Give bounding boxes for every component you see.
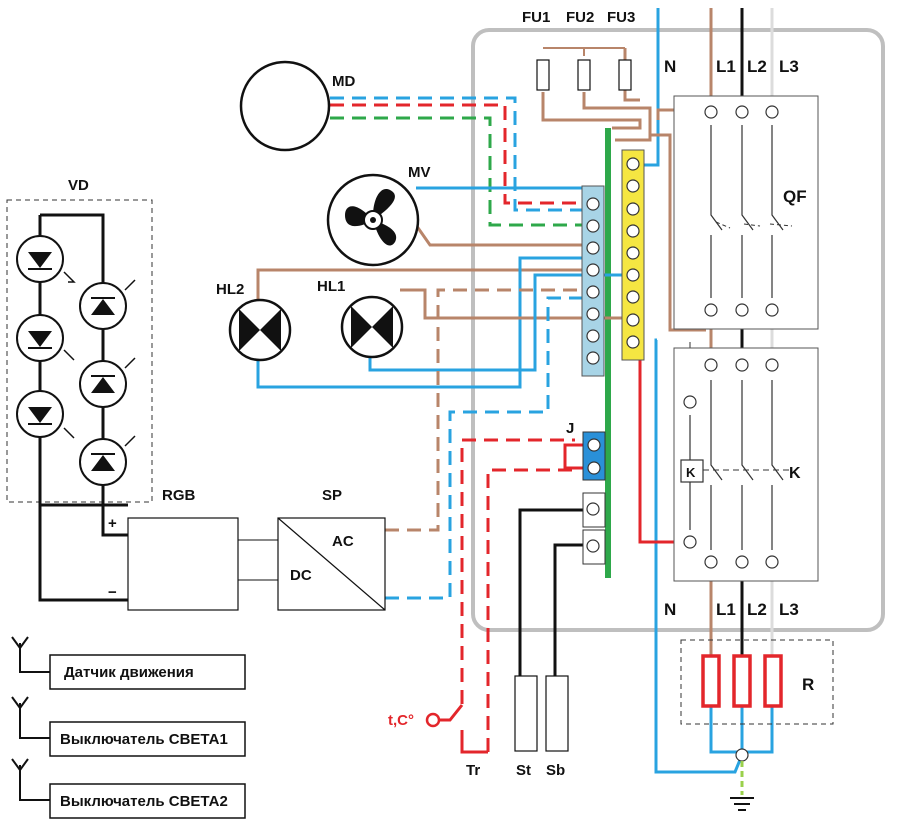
label-mv: MV	[408, 164, 431, 181]
lamp-hl1	[340, 295, 404, 359]
label-j: J	[566, 420, 574, 437]
label-vd: VD	[68, 177, 89, 194]
sensor-st	[514, 675, 538, 752]
label-l1-bottom: L1	[716, 600, 736, 619]
legend-label-2: Выключатель СВЕТА1	[60, 731, 228, 748]
fuse-fu2	[577, 59, 591, 91]
wire-j-loop	[563, 443, 588, 470]
label-qf: QF	[783, 187, 807, 206]
sensor-sb	[545, 675, 569, 752]
wire-hl1-brown	[400, 288, 630, 320]
wire-sp-blue	[385, 296, 585, 600]
legend-item-switch-2: Выключатель СВЕТА2	[11, 758, 246, 819]
k-coil-box	[680, 459, 704, 483]
label-k-contacts: K	[789, 465, 801, 482]
legend: Датчик движения Выключатель СВЕТА1 Выклю…	[11, 636, 246, 819]
label-t-sensor: t,C°	[388, 712, 414, 729]
wire-fu-top	[543, 47, 625, 56]
led-strip-vd	[16, 235, 136, 486]
wire-md-blue	[330, 96, 585, 212]
wire-hl2-blue	[256, 256, 585, 389]
breaker-qf: QF	[673, 95, 819, 330]
antenna-icon	[11, 696, 50, 739]
power-supply-sp: AC DC	[277, 517, 386, 611]
label-hl1: HL1	[317, 278, 345, 295]
wire-st	[518, 508, 585, 676]
fuse-fu3	[618, 59, 632, 91]
wire-fu-2	[582, 92, 652, 142]
wire-tr-red-2	[486, 468, 575, 752]
wire-tr-red-1	[460, 438, 575, 704]
wire-hl1-blue	[368, 273, 630, 372]
label-md: MD	[332, 73, 355, 90]
label-minus: −	[108, 584, 117, 601]
wire-sb	[553, 543, 585, 676]
contactor-k: K K	[673, 347, 819, 582]
label-sp: SP	[322, 487, 342, 504]
label-l3-top: L3	[779, 57, 799, 76]
label-st: St	[516, 762, 531, 779]
label-n-bottom: N	[664, 600, 676, 619]
wire-hl2-brown	[256, 268, 600, 300]
wire-n-out	[654, 338, 744, 774]
thermostat-tr: t,C° Tr	[388, 704, 488, 779]
wire-md-red	[330, 103, 585, 205]
lamp-hl2	[228, 298, 292, 362]
fuses: FU1 FU2 FU3	[522, 9, 635, 91]
motor-md	[239, 60, 331, 152]
wire-mv-brown	[414, 224, 600, 247]
wire-md-green	[330, 116, 600, 227]
terminal-j: J	[566, 420, 606, 481]
wire-rgb-minus	[38, 505, 128, 602]
wire-r-star	[709, 706, 774, 754]
label-l2-top: L2	[747, 57, 767, 76]
fan-mv	[326, 173, 420, 267]
label-rgb: RGB	[162, 487, 196, 504]
label-hl2: HL2	[216, 281, 244, 298]
label-fu2: FU2	[566, 9, 594, 26]
rgb-controller	[127, 517, 239, 611]
label-l1-top: L1	[716, 57, 736, 76]
st-sb-terminals	[582, 492, 606, 565]
phase-bus	[621, 149, 645, 361]
wire-fu-1	[541, 92, 642, 130]
label-l3-bottom: L3	[779, 600, 799, 619]
label-sb: Sb	[546, 762, 565, 779]
wire-fu-sub	[650, 133, 706, 332]
label-n-top: N	[664, 57, 676, 76]
neutral-bus	[581, 185, 605, 377]
wire-sp-brown	[385, 288, 600, 532]
label-k-coil: K	[686, 465, 696, 480]
antenna-icon	[11, 758, 50, 801]
terminals	[683, 105, 779, 762]
enclosure	[471, 28, 885, 632]
label-fu3: FU3	[607, 9, 635, 26]
legend-item-motion: Датчик движения	[11, 636, 246, 690]
legend-item-switch-1: Выключатель СВЕТА1	[11, 696, 246, 757]
antenna-icon	[11, 636, 50, 673]
vd-box	[6, 199, 153, 503]
heater-r: R	[680, 639, 834, 725]
fuse-fu1	[536, 59, 550, 91]
label-fu1: FU1	[522, 9, 550, 26]
legend-label-3: Выключатель СВЕТА2	[60, 793, 228, 810]
label-tr: Tr	[466, 762, 480, 779]
label-l2-bottom: L2	[747, 600, 767, 619]
label-ac: AC	[332, 533, 354, 550]
legend-label-1: Датчик движения	[64, 664, 194, 681]
label-r: R	[802, 675, 814, 694]
label-dc: DC	[290, 567, 312, 584]
ground-symbol	[730, 761, 754, 811]
wire-rgb-sp	[238, 539, 278, 581]
label-plus: +	[108, 515, 117, 532]
